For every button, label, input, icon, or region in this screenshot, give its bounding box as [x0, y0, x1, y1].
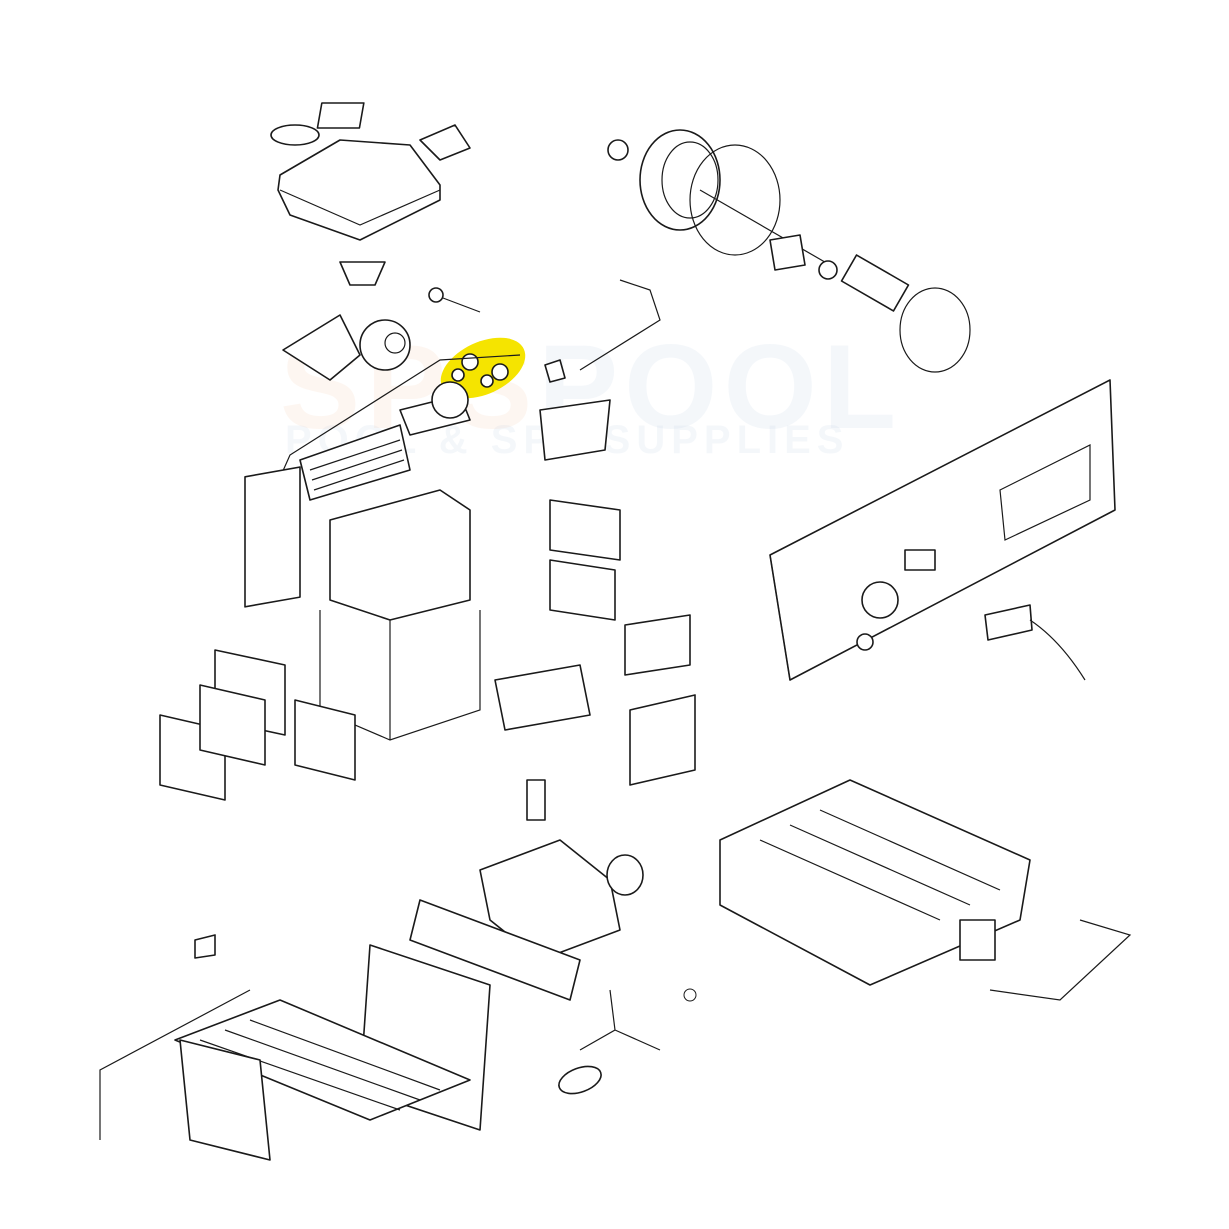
burner-assembly	[99, 934, 471, 1161]
top-cover	[270, 102, 471, 241]
heat-exchanger-small	[299, 381, 611, 501]
blower-assembly	[269, 261, 521, 501]
control-panel	[769, 379, 1116, 681]
sensor	[544, 359, 566, 383]
small-parts	[558, 988, 697, 1095]
pump-assembly	[607, 129, 971, 373]
panels-middle	[494, 499, 696, 786]
burner-tray	[719, 779, 1132, 1001]
highlighted-part[interactable]	[431, 325, 535, 410]
wire-harness	[579, 279, 661, 371]
cabinet	[159, 466, 481, 801]
